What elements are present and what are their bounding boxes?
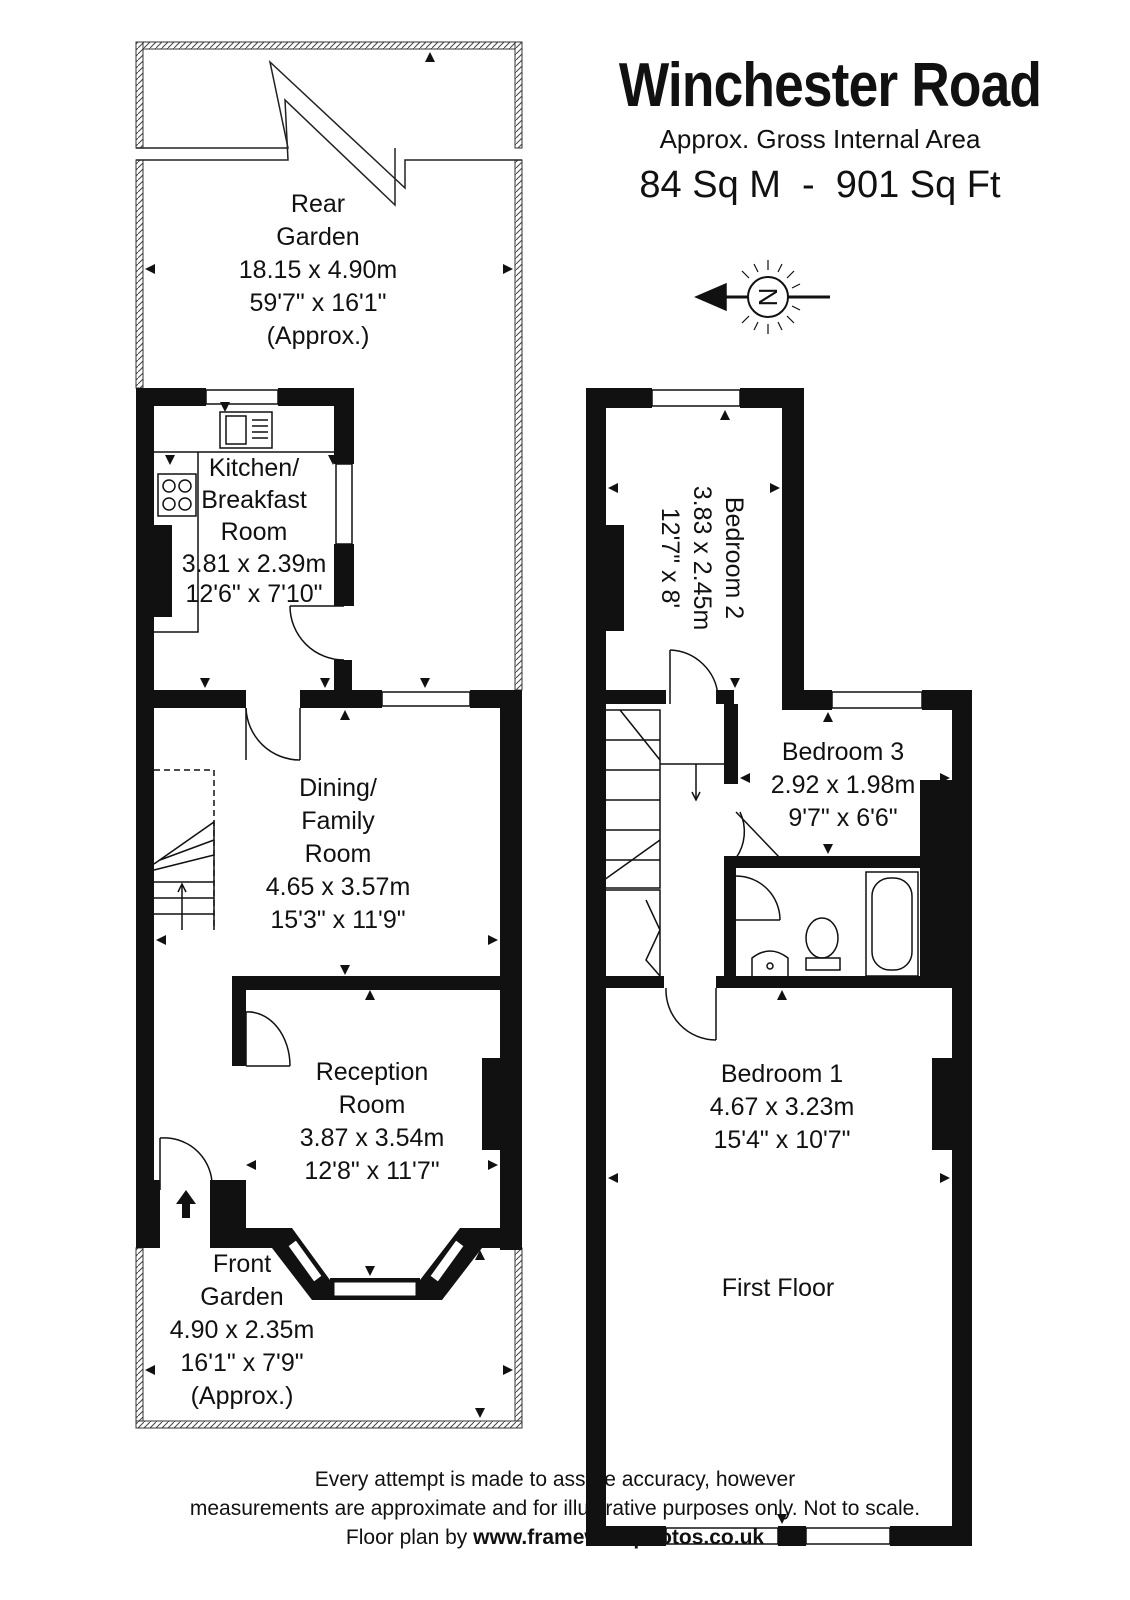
staircase [153, 769, 215, 930]
bedroom2-name: Bedroom 2 [720, 497, 748, 619]
first-floor: Bedroom 2 3.83 x 2.45m 12'7" x 8' Bedroo… [586, 388, 972, 1546]
dining-name-2: Family [301, 807, 375, 835]
basin-icon [751, 950, 789, 976]
cupboard [604, 889, 661, 977]
bedroom2-metric: 3.83 x 2.45m [688, 486, 716, 631]
bath-icon [865, 871, 919, 977]
area-subtitle: Approx. Gross Internal Area [659, 124, 981, 154]
front-garden-name-2: Garden [200, 1283, 283, 1311]
credit-prefix: Floor plan by [345, 1526, 468, 1549]
break-line [136, 59, 522, 190]
hob-icon [157, 473, 197, 517]
first-staircase [603, 709, 724, 889]
first-windows [651, 389, 923, 1545]
kitchen-label: Kitchen/ Breakfast Room 3.81 x 2.39m 12'… [182, 454, 327, 608]
website-link[interactable]: www.frameworkphotos.co.uk [473, 1526, 765, 1549]
front-garden-metric: 4.90 x 2.35m [170, 1316, 315, 1344]
kitchen-name-2: Breakfast [201, 486, 307, 514]
ground-floor: Rear Garden 18.15 x 4.90m 59'7" x 16'1" … [135, 41, 523, 1429]
sink-icon [219, 411, 273, 449]
compass-icon: N [694, 260, 830, 334]
bedroom1-name: Bedroom 1 [721, 1060, 843, 1088]
bedroom3-imperial: 9'7" x 6'6" [788, 804, 897, 832]
kitchen-imperial: 12'6" x 7'10" [185, 580, 322, 608]
disclaimer: Every attempt is made to assure accuracy… [0, 1465, 1110, 1552]
dining-metric: 4.65 x 3.57m [266, 873, 411, 901]
credit-line: Floor plan by www.frameworkphotos.co.uk [0, 1523, 1110, 1552]
rear-garden-imperial: 59'7" x 16'1" [249, 289, 386, 317]
garden-fences [135, 41, 523, 1429]
kitchen-name-3: Room [221, 518, 288, 546]
first-floor-label: First Floor [722, 1274, 835, 1302]
dining-imperial: 15'3" x 11'9" [270, 906, 405, 934]
ground-walls [136, 388, 522, 1250]
reception-imperial: 12'8" x 11'7" [304, 1157, 439, 1185]
front-garden-note: (Approx.) [191, 1382, 294, 1410]
front-garden-imperial: 16'1" x 7'9" [180, 1349, 303, 1377]
first-doors [665, 649, 781, 1041]
disclaimer-line-1: Every attempt is made to assure accuracy… [314, 1468, 796, 1491]
rear-garden-note: (Approx.) [267, 322, 370, 350]
gross-internal-area: 84 Sq M - 901 Sq Ft [639, 164, 1001, 206]
kitchen-name-1: Kitchen/ [209, 454, 299, 482]
property-title: Winchester Road [618, 51, 1042, 120]
kitchen-metric: 3.81 x 2.39m [182, 550, 327, 578]
bedroom1-metric: 4.67 x 3.23m [710, 1093, 855, 1121]
ground-windows [205, 389, 471, 707]
disclaimer-line-2: measurements are approximate and for ill… [189, 1497, 921, 1520]
bedroom2-imperial: 12'7" x 8' [656, 508, 684, 608]
toilet-icon [805, 917, 841, 971]
entrance-arrow-icon [176, 1190, 196, 1218]
ground-doors [159, 605, 345, 1190]
reception-name-2: Room [339, 1091, 406, 1119]
front-garden-label: Front Garden 4.90 x 2.35m 16'1" x 7'9" (… [170, 1250, 315, 1410]
front-garden-name-1: Front [213, 1250, 271, 1278]
first-walls [586, 388, 972, 1546]
bedroom1-label: Bedroom 1 4.67 x 3.23m 15'4" x 10'7" [710, 1060, 855, 1154]
bedroom1-imperial: 15'4" x 10'7" [713, 1126, 850, 1154]
reception-metric: 3.87 x 3.54m [300, 1124, 445, 1152]
reception-label: Reception Room 3.87 x 3.54m 12'8" x 11'7… [300, 1058, 445, 1185]
bedroom3-metric: 2.92 x 1.98m [771, 771, 916, 799]
bedroom3-label: Bedroom 3 2.92 x 1.98m 9'7" x 6'6" [771, 738, 916, 832]
rear-garden-name-1: Rear [291, 190, 345, 218]
dimension-markers [145, 52, 513, 1418]
dining-name-1: Dining/ [299, 774, 377, 802]
first-dimension-markers [608, 410, 950, 1524]
worktop [154, 451, 334, 633]
rear-garden-label: Rear Garden 18.15 x 4.90m 59'7" x 16'1" … [239, 190, 397, 350]
reception-name-1: Reception [316, 1058, 429, 1086]
dining-name-3: Room [305, 840, 372, 868]
bedroom2-label: Bedroom 2 3.83 x 2.45m 12'7" x 8' [656, 486, 748, 631]
compass-north-label: N [753, 288, 783, 307]
rear-garden-name-2: Garden [276, 223, 359, 251]
bay-window [272, 1228, 482, 1300]
dining-label: Dining/ Family Room 4.65 x 3.57m 15'3" x… [266, 774, 411, 934]
rear-garden-metric: 18.15 x 4.90m [239, 256, 397, 284]
bedroom3-name: Bedroom 3 [782, 738, 904, 766]
